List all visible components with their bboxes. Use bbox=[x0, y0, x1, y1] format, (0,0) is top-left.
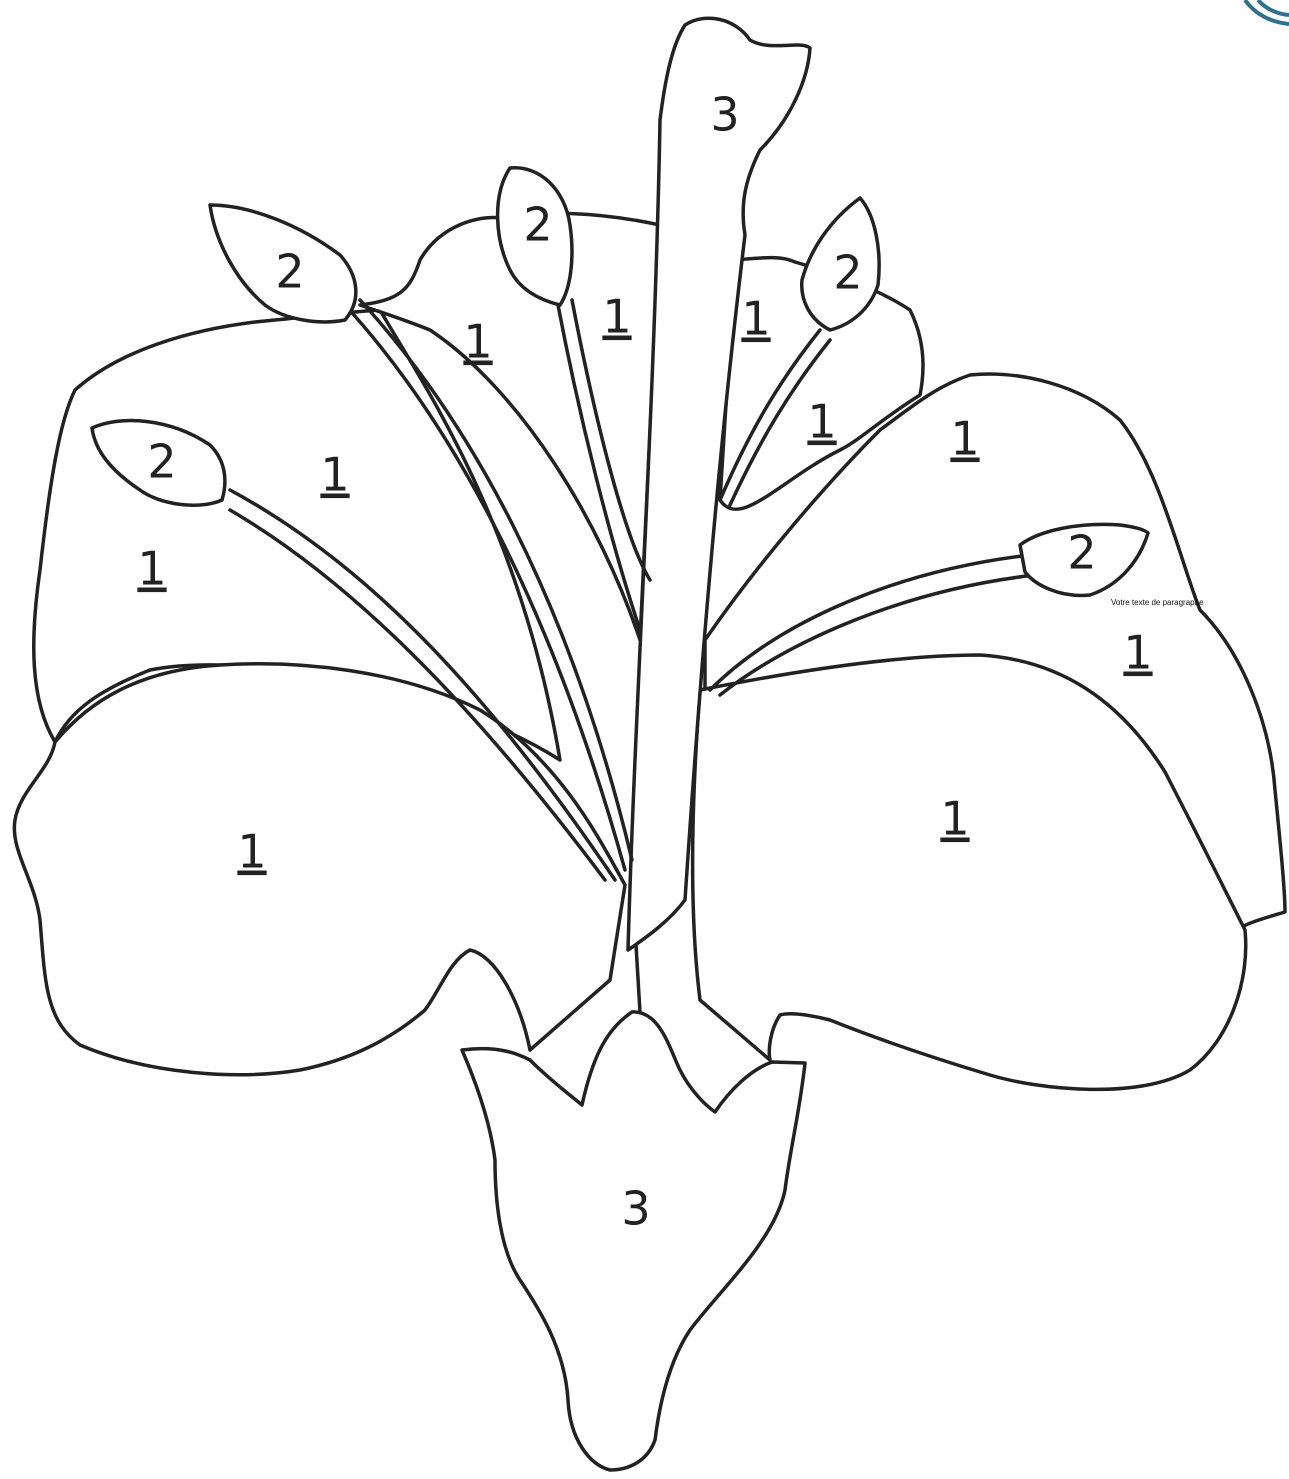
petal-label: 1 bbox=[950, 412, 979, 466]
paragraph-text: Votre texte de paragraphe bbox=[1111, 598, 1204, 607]
petal-label: 1 bbox=[602, 290, 631, 344]
stamen-label: 2 bbox=[275, 245, 304, 299]
petal-label: 1 bbox=[741, 292, 770, 346]
petal-label: 1 bbox=[1123, 626, 1152, 680]
petal-label: 1 bbox=[320, 448, 349, 502]
petal-label: 1 bbox=[807, 395, 836, 449]
stamen-label: 2 bbox=[147, 435, 176, 489]
corner-decoration bbox=[1245, 0, 1289, 24]
stamen-label: 2 bbox=[833, 246, 862, 300]
petal-label: 1 bbox=[237, 825, 266, 879]
pistil-label: 3 bbox=[621, 1182, 650, 1236]
petal-label: 1 bbox=[940, 792, 969, 846]
petal-label: 1 bbox=[137, 542, 166, 596]
pistil-label: 3 bbox=[710, 88, 739, 142]
calyx bbox=[462, 1012, 805, 1470]
stamen-label: 2 bbox=[523, 198, 552, 252]
stamen-label: 2 bbox=[1067, 526, 1096, 580]
stem bbox=[636, 945, 640, 1012]
petal-label: 1 bbox=[463, 315, 492, 369]
